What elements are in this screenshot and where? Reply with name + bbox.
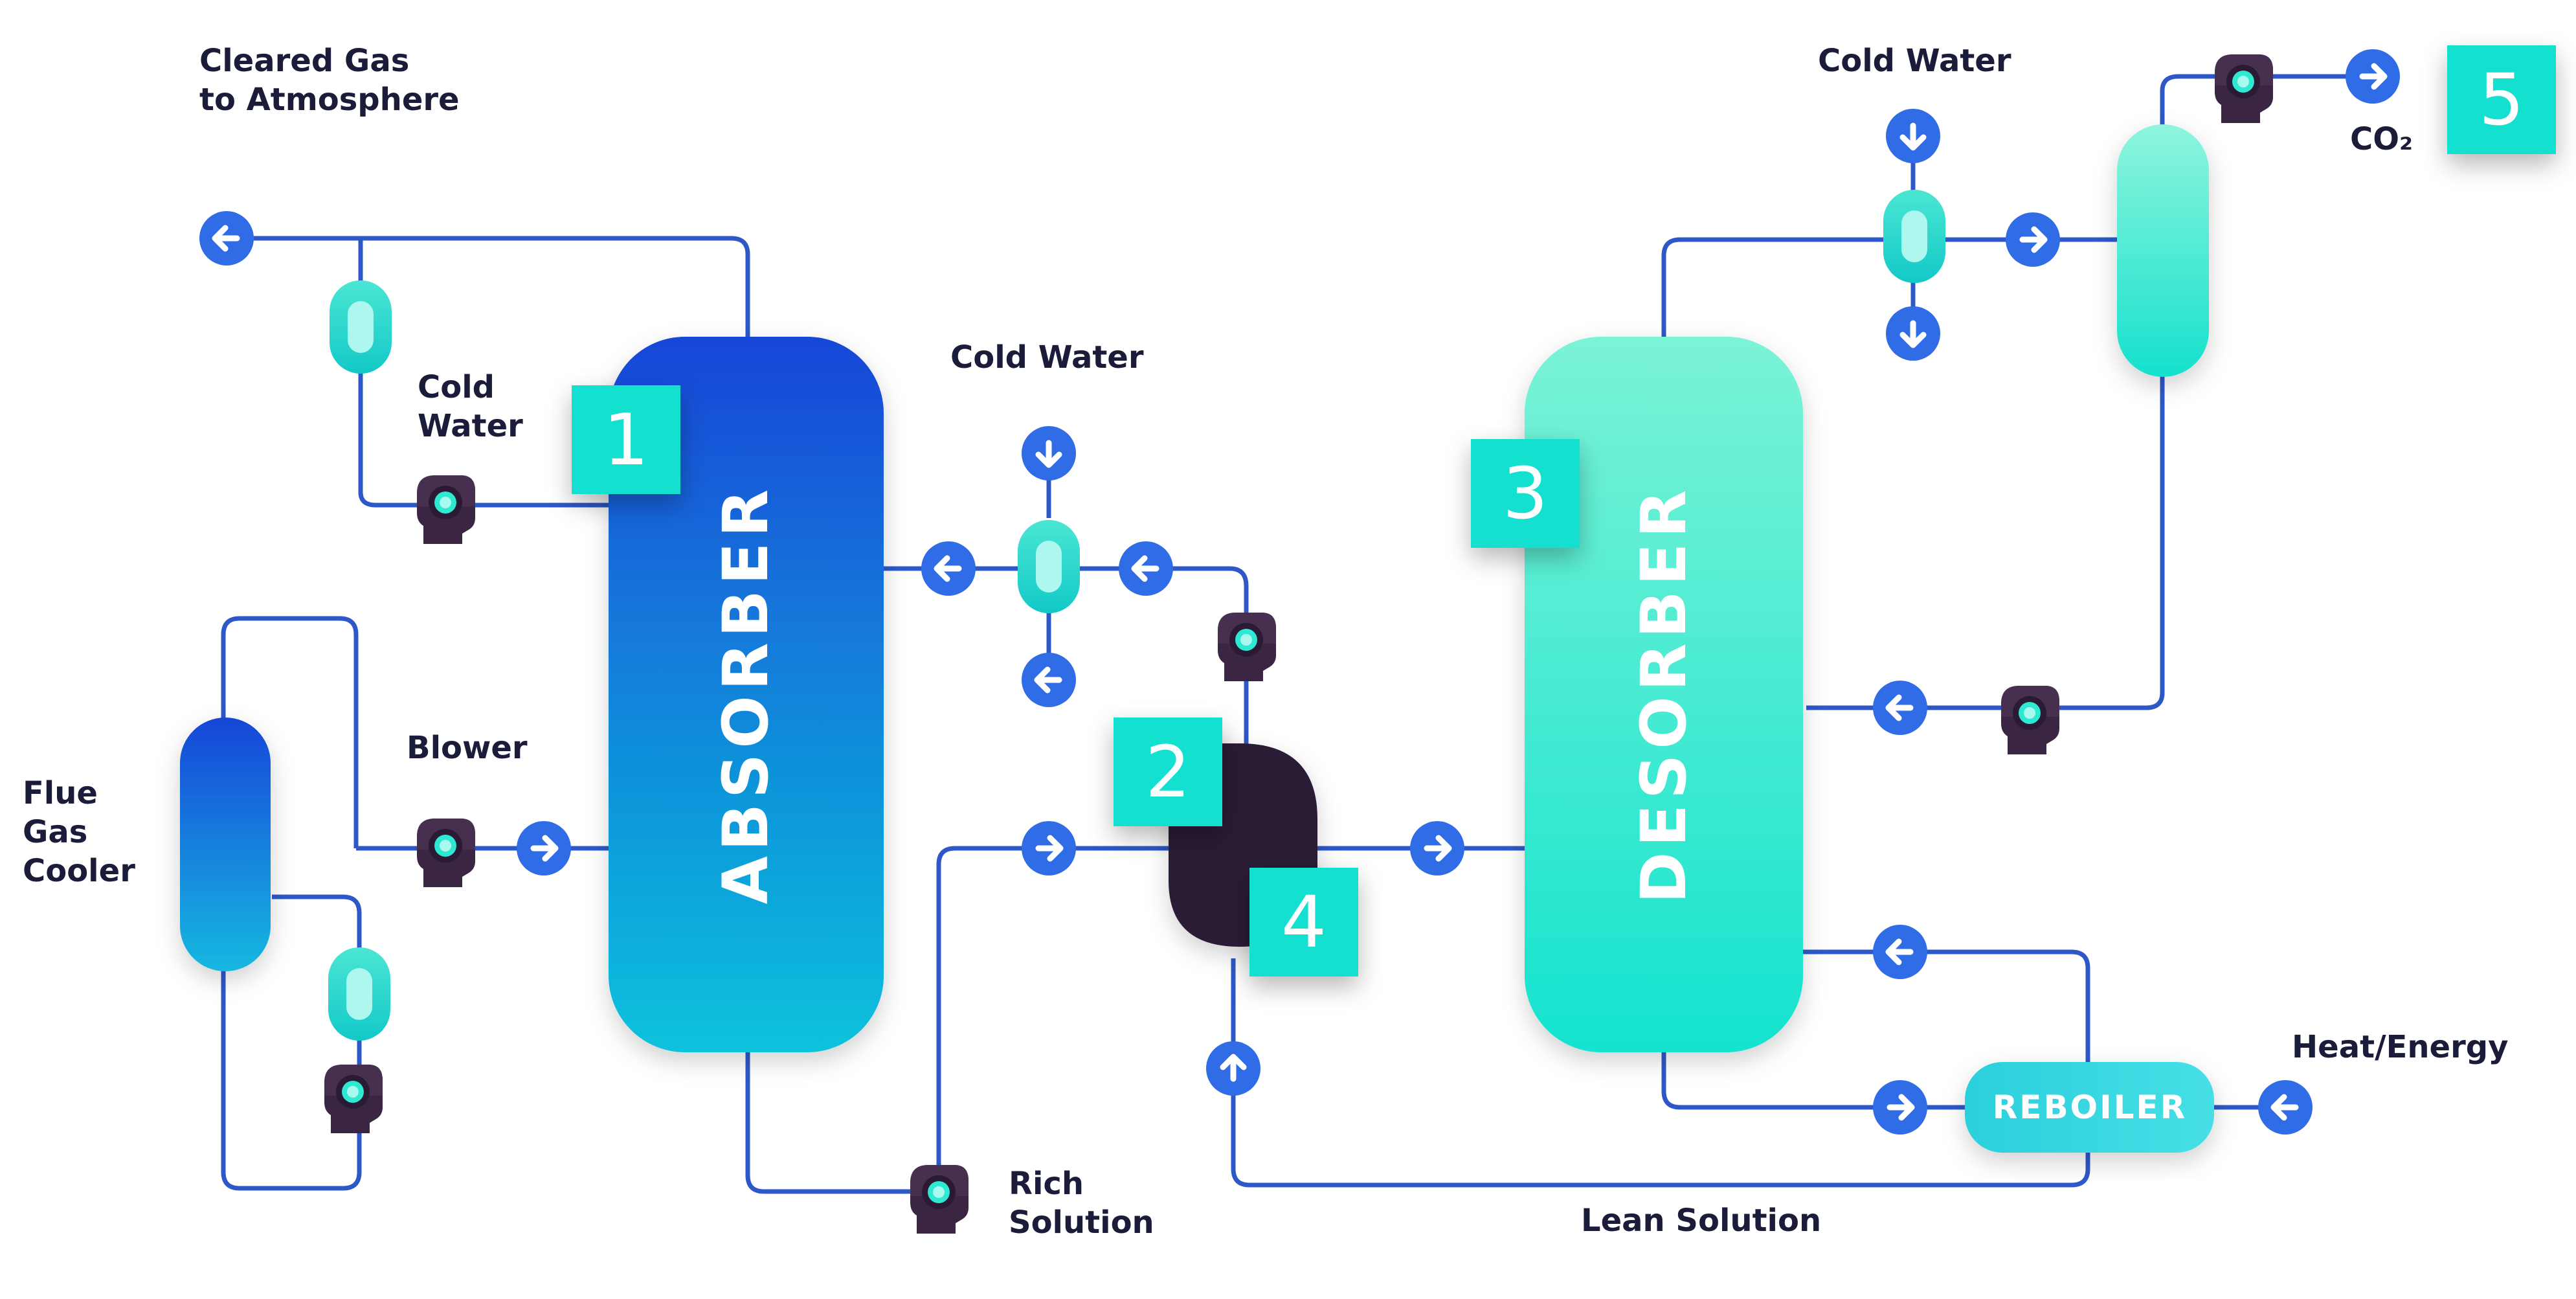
pump-icon[interactable]	[2215, 54, 2273, 123]
absorber-label: ABSORBER	[710, 484, 782, 905]
reboiler[interactable]	[1965, 1062, 2214, 1153]
pipe-flue-gas-cooler	[221, 616, 362, 1191]
step-badge-3: 3	[1471, 439, 1580, 548]
cold-water-top-label: Cold Water	[1818, 43, 2011, 79]
cooler-icon	[1883, 190, 1945, 283]
pump-icon[interactable]	[417, 819, 475, 887]
step-badge-2: 2	[1114, 717, 1222, 826]
cold-water-center-label: Cold Water	[950, 339, 1144, 376]
arrow-left-icon	[1873, 925, 1927, 979]
pipe-cleared-gas	[227, 236, 750, 337]
arrow-left-icon	[921, 541, 976, 596]
step-badge-1: 1	[572, 385, 680, 494]
pipe-co2-out	[2160, 74, 2395, 130]
step-badge-5: 5	[2447, 45, 2556, 154]
pump-icon[interactable]	[417, 475, 475, 544]
pump-icon[interactable]	[1218, 613, 1276, 681]
arrow-left-icon	[1873, 681, 1927, 735]
arrow-down-icon	[1022, 426, 1076, 480]
co2-separator[interactable]	[2117, 124, 2209, 377]
step-badge-4: 4	[1249, 868, 1358, 977]
pipes	[221, 74, 2395, 1194]
cooler-icon	[328, 947, 390, 1041]
reboiler-label: REBOILER	[1993, 1089, 2187, 1126]
pipe-desorber-to-reboiler	[1661, 1052, 1968, 1110]
pipe-rich-solution	[936, 846, 1185, 1166]
arrow-right-icon	[1410, 821, 1464, 875]
pipe-separator-reflux	[1806, 376, 2165, 710]
pipe-lean-solution	[1231, 958, 2090, 1188]
arrow-right-icon	[2346, 49, 2400, 104]
flue-gas-cooler-label: Flue Gas Cooler	[23, 775, 135, 889]
arrow-down-icon	[1886, 306, 1940, 361]
rich-solution-label: Rich Solution	[1009, 1166, 1154, 1241]
pipe-desorber-top	[1661, 237, 2130, 337]
pipe-cold-water-left	[358, 238, 609, 508]
pump-icon[interactable]	[2001, 686, 2059, 754]
arrow-left-icon	[199, 211, 254, 265]
arrow-right-icon	[2006, 212, 2060, 267]
desorber-label: DESORBER	[1628, 485, 1700, 904]
pipe-absorber-bottom	[745, 1052, 919, 1194]
flue-gas-cooler[interactable]	[180, 717, 271, 971]
heat-energy-label: Heat/Energy	[2292, 1029, 2509, 1065]
arrow-right-icon	[517, 821, 571, 875]
arrow-right-icon	[1873, 1080, 1927, 1135]
desorber[interactable]	[1525, 337, 1803, 1052]
arrow-left-icon	[1022, 653, 1076, 707]
pipe-reboiler-return	[1800, 949, 2090, 1062]
pump-icon[interactable]	[324, 1065, 383, 1133]
cooler-icon	[1018, 520, 1080, 613]
co2-label: CO₂	[2350, 121, 2414, 157]
arrow-down-icon	[1886, 109, 1940, 163]
arrow-left-icon	[1119, 541, 1173, 596]
cooler-icon	[330, 280, 392, 374]
cold-water-left-label: Cold Water	[418, 369, 523, 444]
blower-label: Blower	[407, 730, 528, 766]
absorber[interactable]	[609, 337, 884, 1052]
cleared-gas-label: Cleared Gas to Atmosphere	[199, 43, 460, 118]
arrow-left-icon	[2258, 1080, 2313, 1135]
arrow-right-icon	[1022, 821, 1076, 875]
pump-icon[interactable]	[910, 1165, 969, 1234]
pipe-lean-return	[884, 566, 1249, 745]
lean-solution-label: Lean Solution	[1581, 1203, 1822, 1239]
arrow-up-icon	[1206, 1041, 1260, 1096]
